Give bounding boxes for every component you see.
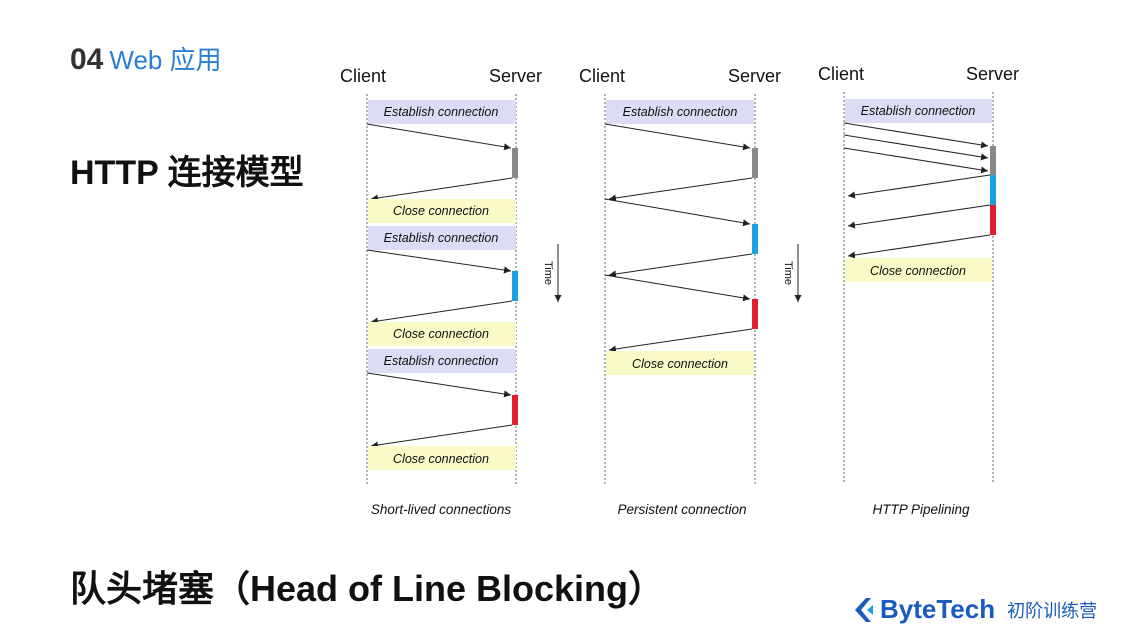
establish-label: Establish connection [384,231,499,245]
response-arrow [370,424,513,449]
section-header: 04 Web 应用 [70,40,222,77]
establish-box [606,100,754,124]
response-arrow [608,177,753,202]
panel-short-lived: Client Server Establish connection Close… [340,66,542,517]
response-arrow [370,177,513,202]
bottom-title: 队头堵塞（Head of Line Blocking） [70,568,665,609]
section-name: Web 应用 [109,45,222,75]
establish-box [368,349,516,373]
close-label: Close connection [870,264,966,278]
processing-bar [512,271,518,301]
response-arrow [847,234,991,259]
response-arrow [608,253,753,278]
processing-bar [752,148,758,178]
processing-bar [990,175,996,205]
establish-box [368,226,516,250]
processing-bar [512,148,518,178]
processing-bar [990,205,996,235]
close-box [368,446,516,470]
request-arrow [843,134,989,161]
establish-label: Establish connection [384,354,499,368]
request-arrow [843,147,989,174]
request-arrow [604,123,751,151]
server-label: Server [489,66,542,86]
request-arrow [366,372,512,398]
time-label: Time [782,261,794,285]
client-label: Client [818,64,864,84]
client-label: Client [340,66,386,86]
request-arrow [604,274,751,302]
close-box [845,258,992,282]
close-box [606,351,754,375]
panel-pipelining: Client Server Establish connection Close… [818,64,1019,517]
response-arrow [370,300,513,325]
establish-label: Establish connection [623,105,738,119]
response-arrow [847,174,991,199]
request-arrow [843,122,989,149]
time-axis-arrow: Time [542,244,562,302]
processing-bar [512,395,518,425]
establish-label: Establish connection [384,105,499,119]
server-label: Server [966,64,1019,84]
close-box [368,322,516,346]
close-box [368,199,516,223]
bytetech-logo-icon [855,597,873,622]
logo-subtitle: 初阶训练营 [1007,600,1098,621]
processing-bar [752,224,758,254]
bytetech-logo: ByteTech 初阶训练营 [852,594,1097,625]
panel-caption: Persistent connection [617,502,746,517]
time-label: Time [542,261,554,285]
establish-box [368,100,516,124]
panel-caption: HTTP Pipelining [872,502,970,517]
processing-bar [752,299,758,329]
close-label: Close connection [393,204,489,218]
section-number: 04 [70,43,104,76]
establish-box [845,99,992,123]
request-arrow [604,198,751,227]
panel-caption: Short-lived connections [371,502,512,517]
request-arrow [366,249,512,274]
panel-persistent: Client Server Establish connection Close… [579,66,781,517]
close-label: Close connection [393,327,489,341]
response-arrow [847,204,991,229]
time-axis-arrow: Time [782,244,802,302]
response-arrow [608,328,753,353]
logo-brand: ByteTech [880,594,996,624]
slide-title: HTTP 连接模型 [70,154,304,192]
close-label: Close connection [632,357,728,371]
close-label: Close connection [393,452,489,466]
establish-label: Establish connection [861,104,976,118]
server-label: Server [728,66,781,86]
processing-bar [990,146,996,175]
request-arrow [366,123,512,151]
client-label: Client [579,66,625,86]
